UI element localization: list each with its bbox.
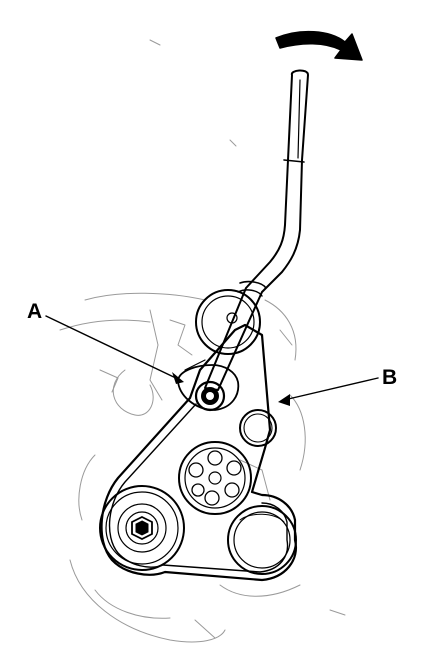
wrench-handle: [204, 69, 309, 391]
label-a: A: [27, 300, 42, 323]
pump-pulley: [178, 441, 252, 515]
label-b: B: [382, 366, 397, 389]
crankshaft-pulley: [99, 485, 185, 571]
tensioner-pulley: [239, 409, 277, 447]
alternator-pulley: [227, 505, 297, 575]
curved-arrow-clockwise-icon: [275, 30, 363, 61]
socket-on-tensioner-bolt: [194, 380, 226, 412]
engine-block-outline: [59, 39, 346, 643]
upper-idler-pulley: [195, 289, 261, 355]
callout-a: A: [27, 300, 184, 384]
tensioner-arm: [177, 359, 240, 411]
callout-b: B: [278, 366, 397, 406]
